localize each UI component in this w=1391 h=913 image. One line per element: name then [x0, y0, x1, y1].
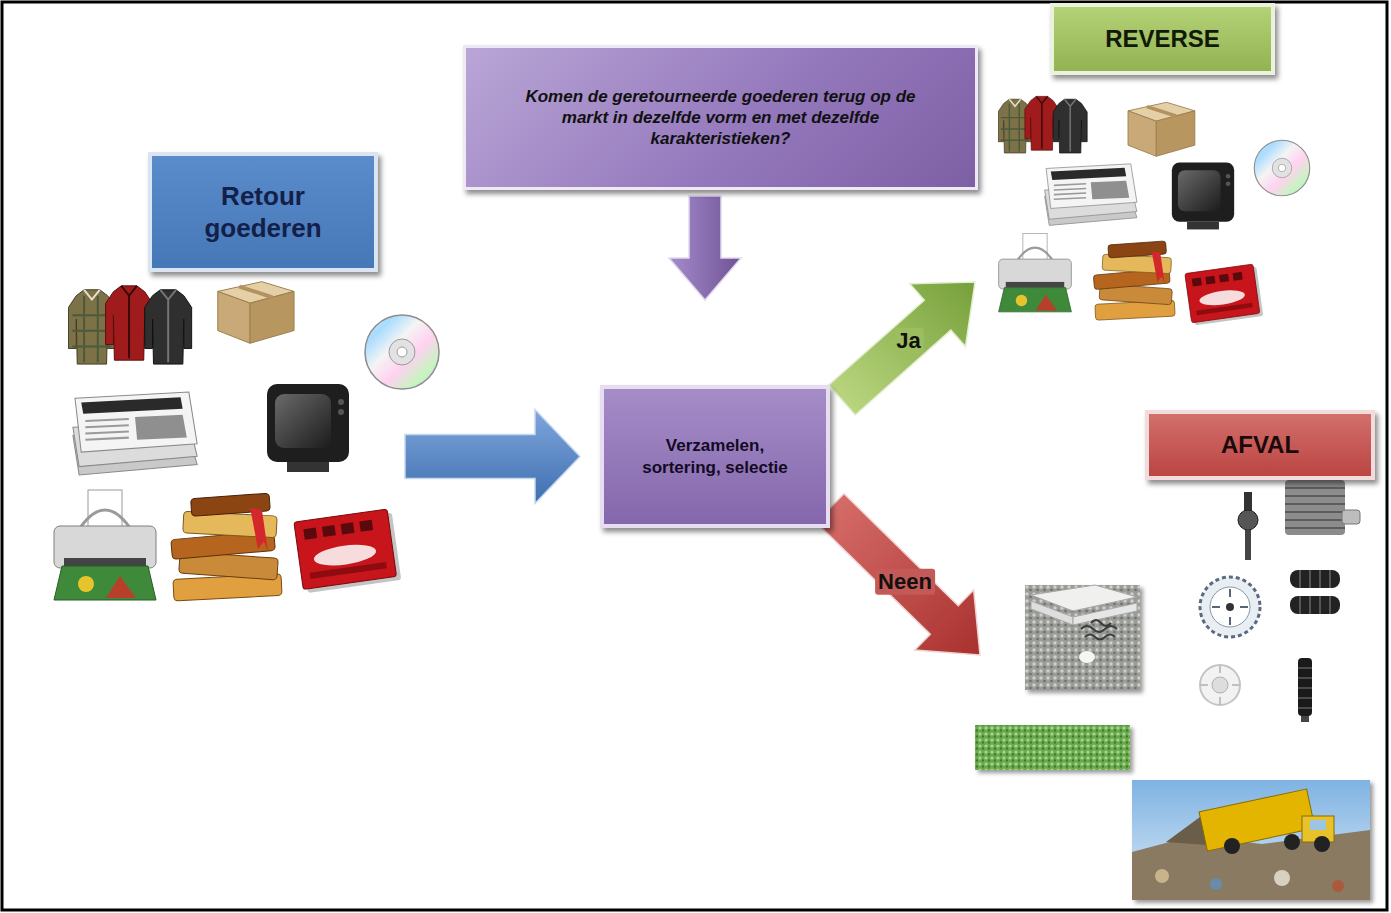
granules-photo [975, 725, 1130, 770]
clothes-icon [998, 96, 1087, 153]
cylinder-part [1285, 480, 1360, 535]
pulley-part [1200, 665, 1240, 705]
box-text: Komen de geretourneerde goederen terug o… [506, 86, 936, 150]
text-holder: Verzamelen, sortering, selectie [635, 435, 795, 478]
process-box: Retour goederen [148, 152, 378, 272]
crankshaft-part [1238, 492, 1258, 560]
box-text: AFVAL [1221, 430, 1299, 460]
question-box: Komen de geretourneerde goederen terug o… [463, 45, 978, 190]
dial-part [1200, 577, 1260, 637]
spring-part [1298, 658, 1312, 722]
tv-icon [267, 384, 349, 472]
block-arrow [829, 282, 975, 415]
block-arrow [816, 494, 980, 655]
block-arrow [405, 410, 580, 504]
outcome-box: REVERSE [1050, 3, 1275, 75]
printer-icon [54, 490, 156, 600]
landfill-photo [1132, 780, 1370, 900]
tv-icon [1172, 163, 1234, 230]
text-holder: REVERSE [1105, 24, 1220, 54]
arrow-label: Ja [893, 328, 923, 354]
books-icon [1093, 241, 1175, 320]
text-holder: AFVAL [1221, 430, 1299, 460]
parcel-icon [1128, 102, 1195, 156]
box-text: REVERSE [1105, 24, 1220, 54]
newspaper-icon [1045, 164, 1137, 226]
outcome-box: AFVAL [1145, 410, 1375, 480]
box-text: Verzamelen, sortering, selectie [635, 435, 795, 478]
parcel-icon [218, 282, 294, 344]
newspaper-icon [73, 392, 197, 475]
cd-icon [365, 315, 439, 389]
crate-icon [1185, 264, 1263, 326]
crate-icon [294, 508, 401, 593]
process-box: Verzamelen, sortering, selectie [600, 385, 830, 528]
shredded-material-photo [1025, 585, 1140, 690]
rubber-parts [1290, 570, 1340, 614]
text-holder: Komen de geretourneerde goederen terug o… [506, 86, 936, 150]
box-text: Retour goederen [178, 180, 348, 245]
clothes-icon [68, 286, 191, 364]
printer-icon [999, 233, 1072, 311]
text-holder: Retour goederen [178, 180, 348, 245]
books-icon [171, 493, 282, 601]
cd-icon [1254, 140, 1310, 196]
block-arrow [669, 196, 741, 300]
arrow-label: Neen [875, 568, 935, 594]
